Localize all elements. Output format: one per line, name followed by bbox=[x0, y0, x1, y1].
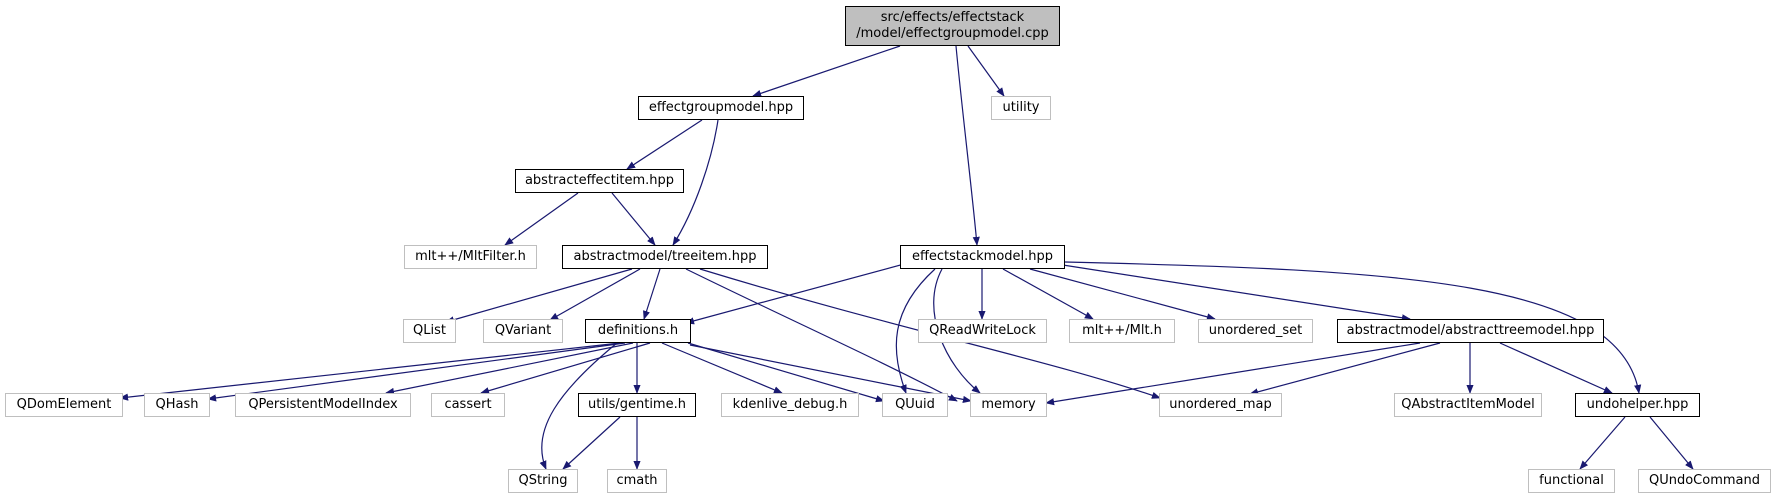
root-file-label-line1: src/effects/effectstack bbox=[880, 10, 1025, 25]
node-label: abstracteffectitem.hpp bbox=[524, 173, 675, 188]
node-label: utils/gentime.h bbox=[588, 397, 686, 412]
node-label: kdenlive_debug.h bbox=[732, 397, 848, 412]
node-qhash: QHash bbox=[144, 393, 210, 417]
node-quuid: QUuid bbox=[882, 393, 948, 417]
edge-atm-memory bbox=[1045, 342, 1421, 406]
edge-treeitem-defs bbox=[643, 268, 661, 320]
node-label: effectstackmodel.hpp bbox=[911, 249, 1054, 264]
edge-egm-treeitem bbox=[672, 119, 719, 246]
node-qreadwritelock: QReadWriteLock bbox=[918, 319, 1047, 343]
edge-defs-kdebug bbox=[661, 342, 783, 394]
node-unordered-map: unordered_map bbox=[1159, 393, 1282, 417]
node-qstring: QString bbox=[508, 469, 578, 493]
node-label: mlt++/MltFilter.h bbox=[415, 249, 526, 264]
node-abstracttreemodel-hpp[interactable]: abstractmodel/abstracttreemodel.hpp bbox=[1337, 319, 1604, 343]
edge-defs-qpmi bbox=[385, 342, 634, 395]
node-cassert: cassert bbox=[431, 393, 505, 417]
node-gentime-h[interactable]: utils/gentime.h bbox=[578, 393, 696, 417]
node-label: memory bbox=[981, 397, 1036, 412]
edge-root-egm bbox=[752, 45, 901, 97]
node-label: QPersistentModelIndex bbox=[248, 397, 398, 412]
node-label: abstractmodel/abstracttreemodel.hpp bbox=[1346, 323, 1595, 338]
node-functional: functional bbox=[1528, 469, 1615, 493]
node-label: effectgroupmodel.hpp bbox=[648, 100, 794, 115]
edge-treeitem-memory bbox=[685, 268, 958, 402]
node-kdenlive-debug-h: kdenlive_debug.h bbox=[721, 393, 859, 417]
node-qundocommand: QUndoCommand bbox=[1638, 469, 1771, 493]
node-memory: memory bbox=[970, 393, 1047, 417]
edge-esm-mlt bbox=[1002, 268, 1094, 320]
node-utility: utility bbox=[991, 96, 1051, 120]
node-label: QUndoCommand bbox=[1648, 473, 1760, 488]
node-label: unordered_map bbox=[1169, 397, 1272, 412]
edge-undo-qundo bbox=[1649, 416, 1694, 470]
edge-atm-undo bbox=[1499, 342, 1613, 394]
node-effectstackmodel-hpp[interactable]: effectstackmodel.hpp bbox=[900, 245, 1065, 269]
edge-treeitem-qvariant bbox=[549, 268, 641, 321]
root-file-label-line2: /model/effectgroupmodel.cpp bbox=[856, 26, 1049, 41]
node-mlt-h: mlt++/Mlt.h bbox=[1069, 319, 1175, 343]
node-label: abstractmodel/treeitem.hpp bbox=[573, 249, 757, 264]
node-label: QDomElement bbox=[16, 397, 112, 412]
node-label: cassert bbox=[444, 397, 492, 412]
node-qvariant: QVariant bbox=[483, 319, 563, 343]
edge-defs-quuid bbox=[687, 342, 885, 403]
node-qpersistentmodelindex: QPersistentModelIndex bbox=[235, 393, 411, 417]
node-label: mlt++/Mlt.h bbox=[1082, 323, 1162, 338]
node-label: unordered_set bbox=[1208, 323, 1303, 338]
edge-defs-memory bbox=[689, 344, 972, 403]
node-cmath: cmath bbox=[607, 469, 667, 493]
edge-defs-qstring bbox=[539, 342, 618, 470]
node-label: utility bbox=[1002, 100, 1040, 115]
edge-esm-undo bbox=[1064, 261, 1642, 394]
node-abstracteffectitem-hpp[interactable]: abstracteffectitem.hpp bbox=[515, 169, 684, 193]
node-label: QList bbox=[413, 323, 446, 338]
node-effectgroupmodel-hpp[interactable]: effectgroupmodel.hpp bbox=[638, 96, 804, 120]
edge-esm-quuid bbox=[895, 268, 936, 394]
node-label: QVariant bbox=[494, 323, 552, 338]
node-label: QReadWriteLock bbox=[929, 323, 1036, 338]
node-label: cmath bbox=[616, 473, 658, 488]
node-definitions-h[interactable]: definitions.h bbox=[585, 319, 691, 343]
edge-root-utility bbox=[967, 45, 1005, 97]
edge-aei-mltfilter bbox=[504, 192, 579, 246]
edge-defs-qhash bbox=[207, 342, 626, 402]
node-label: QAbstractItemModel bbox=[1401, 397, 1535, 412]
node-qlist: QList bbox=[403, 319, 456, 343]
edge-esm-atm bbox=[1049, 262, 1411, 322]
node-label: definitions.h bbox=[597, 323, 679, 338]
edge-defs-cassert bbox=[480, 342, 651, 395]
node-qabstractitemmodel: QAbstractItemModel bbox=[1394, 393, 1542, 417]
root-file-node[interactable]: src/effects/effectstack /model/effectgro… bbox=[845, 6, 1060, 46]
edge-aei-treeitem bbox=[611, 192, 656, 246]
node-label: QString bbox=[518, 473, 568, 488]
edge-gentime-qstring bbox=[562, 416, 621, 470]
node-undohelper-hpp[interactable]: undohelper.hpp bbox=[1575, 393, 1700, 417]
edge-esm-uset bbox=[1029, 268, 1216, 321]
edge-esm-defs bbox=[685, 256, 931, 325]
node-label: QHash bbox=[155, 397, 199, 412]
edge-egm-aei bbox=[626, 119, 703, 170]
node-label: undohelper.hpp bbox=[1586, 397, 1689, 412]
edge-undo-functional bbox=[1579, 416, 1626, 470]
edge-defs-qdom bbox=[119, 342, 621, 401]
node-mltfilter-h: mlt++/MltFilter.h bbox=[404, 245, 537, 269]
edge-atm-umap bbox=[1249, 342, 1441, 396]
node-label: functional bbox=[1539, 473, 1604, 488]
edge-treeitem-qlist bbox=[445, 268, 633, 324]
edge-root-esm bbox=[955, 45, 980, 246]
node-unordered-set: unordered_set bbox=[1198, 319, 1313, 343]
node-qdomelement: QDomElement bbox=[5, 393, 123, 417]
node-label: QUuid bbox=[895, 397, 935, 412]
node-treeitem-hpp[interactable]: abstractmodel/treeitem.hpp bbox=[562, 245, 768, 269]
